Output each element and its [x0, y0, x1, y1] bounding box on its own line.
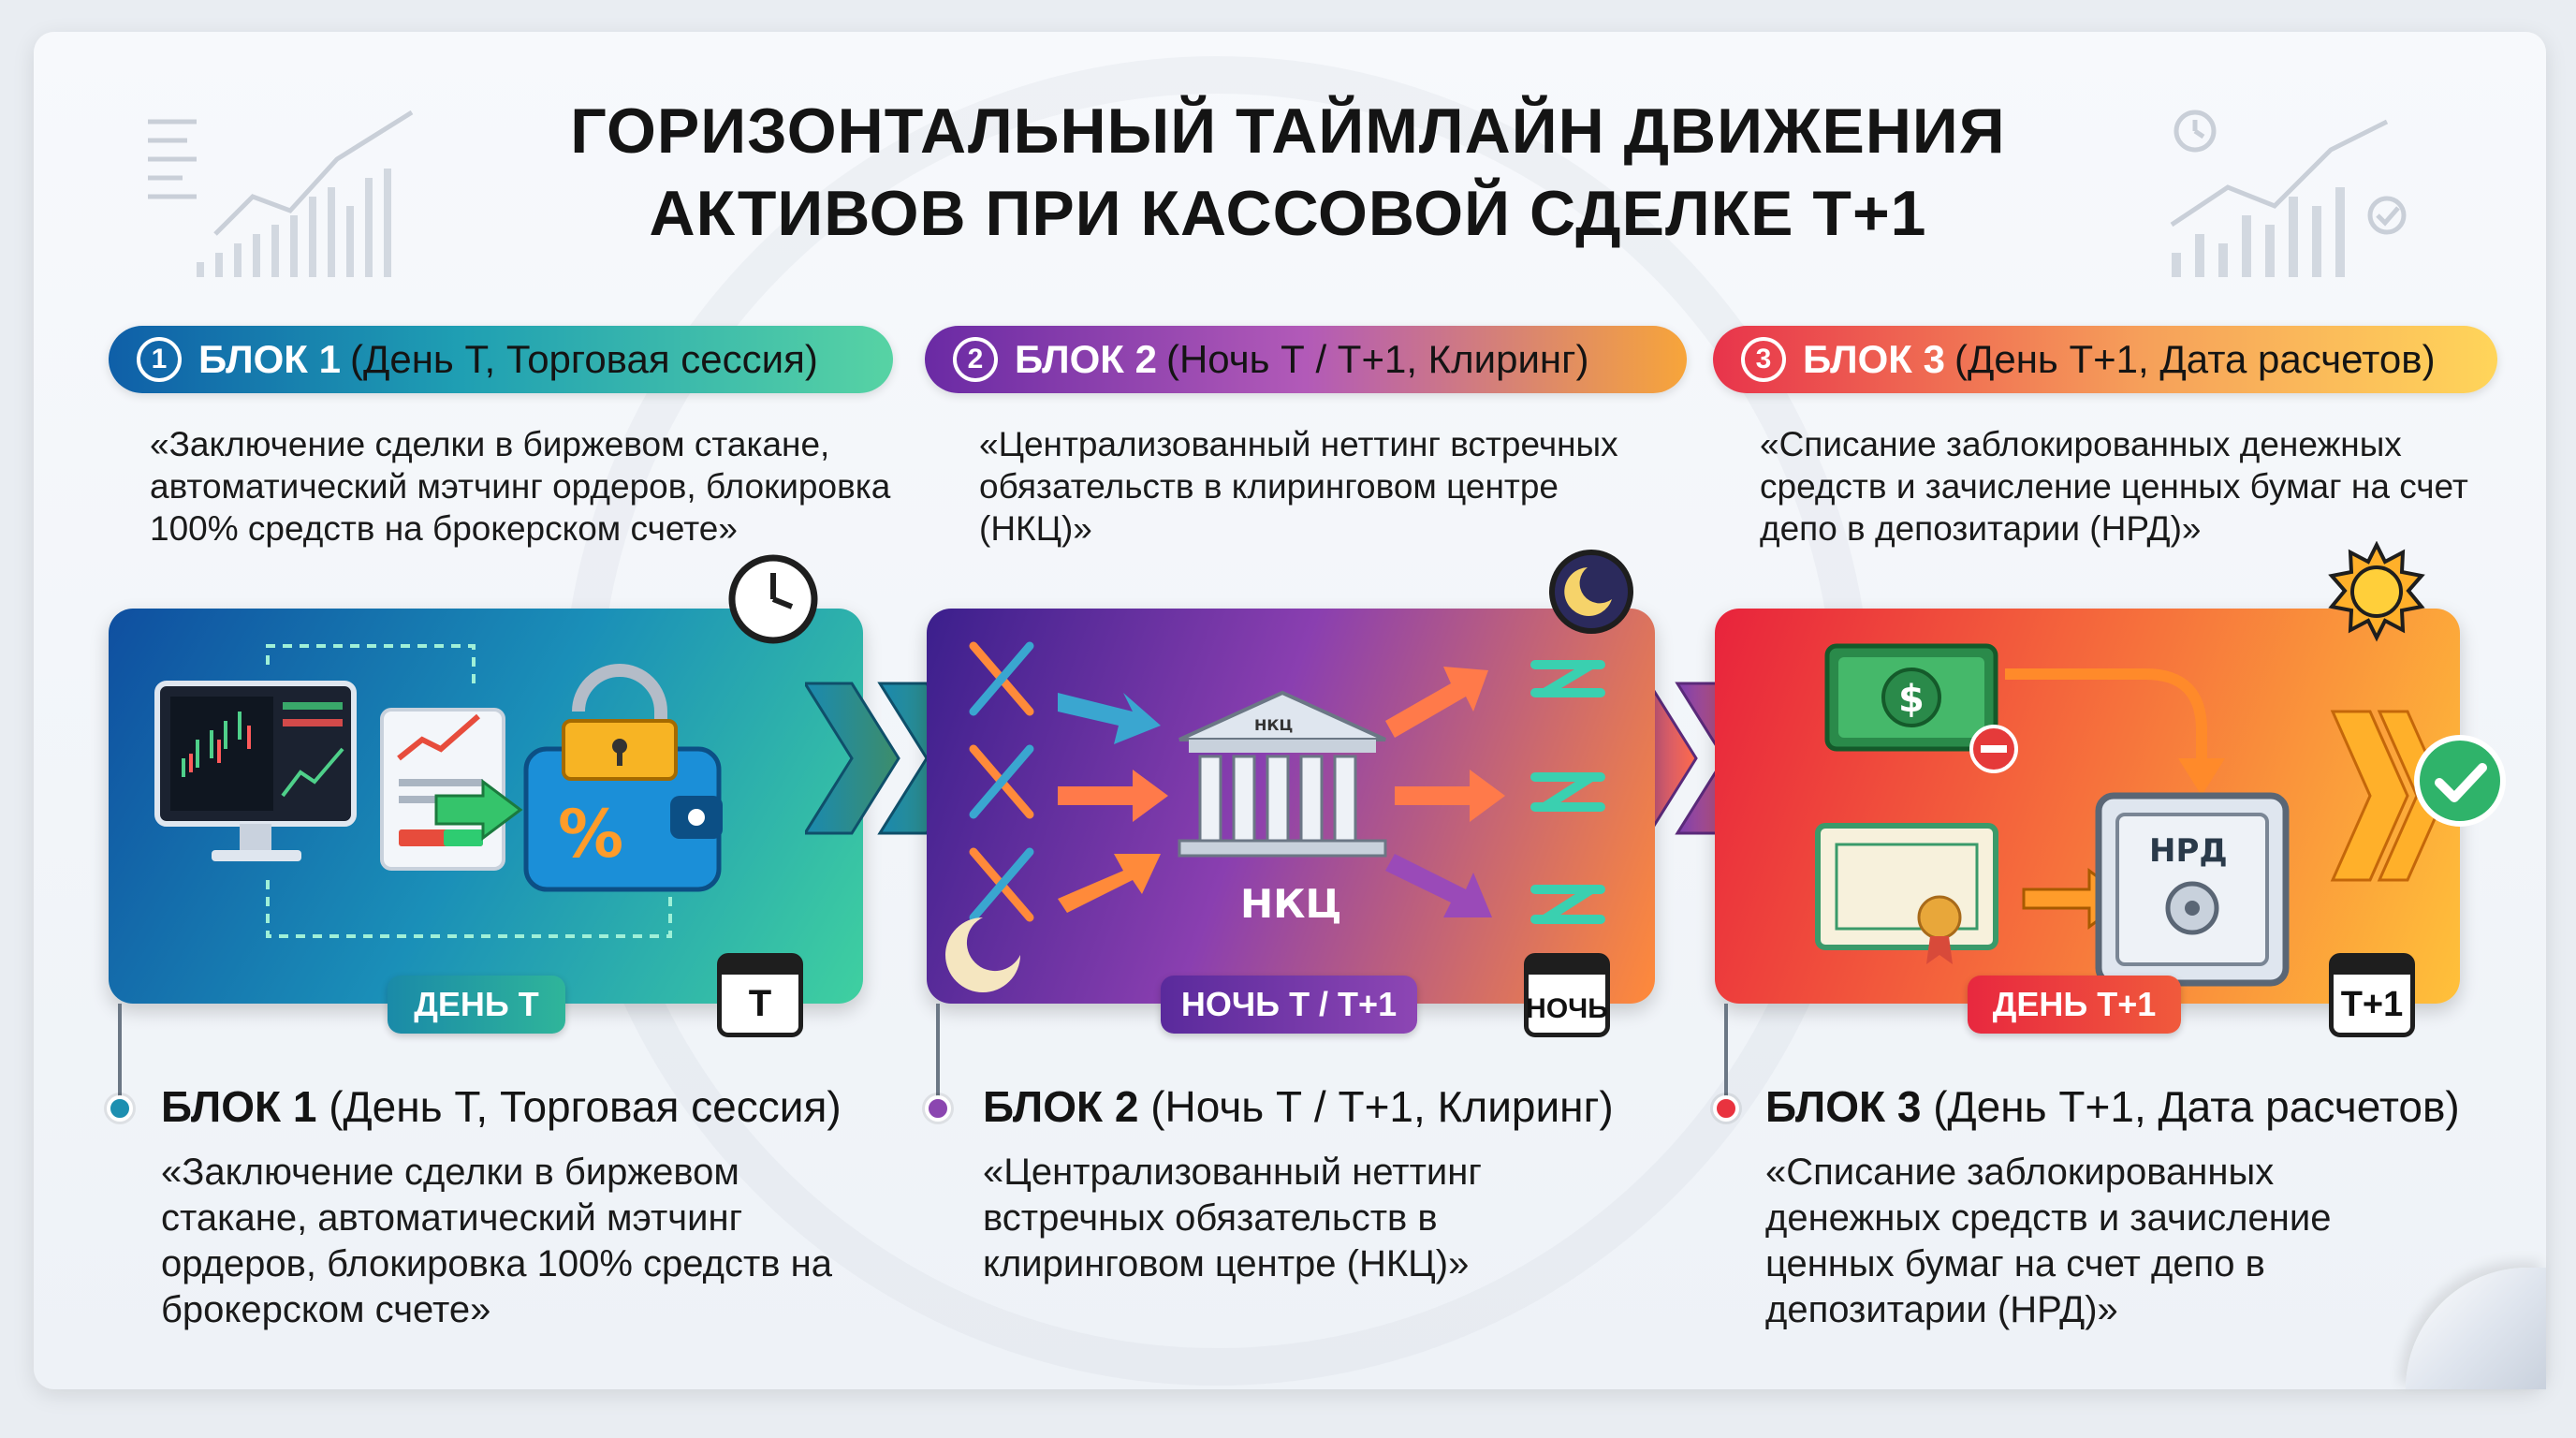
block-3-header-pill: 3 БЛОК 3 (День Т+1, Дата расчетов) [1713, 326, 2497, 393]
block-2-header-pill: 2 БЛОК 2 (Ночь Т / Т+1, Клиринг) [925, 326, 1687, 393]
certificate-icon [1815, 823, 1998, 964]
block-1-bottom-header: БЛОК 1 (День Т, Торговая сессия) [161, 1078, 842, 1135]
outgoing-arrows [1385, 667, 1505, 917]
block-2-period: (Ночь Т / Т+1, Клиринг) [1165, 337, 1589, 381]
incoming-arrows [1058, 693, 1168, 913]
timeline-dot-3 [1713, 1095, 1739, 1122]
moon-icon [1549, 550, 1633, 634]
block-3-name: БЛОК 3 [1803, 337, 1945, 381]
block-3-panel: $ НРД [1715, 609, 2460, 1004]
calendar-icon-t: T [717, 953, 803, 1037]
timeline-connector-1 [118, 1004, 122, 1097]
timeline-dot-1 [107, 1095, 133, 1122]
block-3-quote-bottom: «Списание заблокированных денежных средс… [1765, 1152, 2332, 1330]
block-2-bottom-name: БЛОК 2 [983, 1082, 1139, 1131]
block-1-quote-top: «Заключение сделки в биржевом стакане, а… [150, 425, 891, 548]
block-1-bottom-period: (День Т, Торговая сессия) [329, 1082, 842, 1131]
block-2-bottom-header: БЛОК 2 (Ночь Т / Т+1, Клиринг) [983, 1078, 1614, 1135]
netted-positions [1530, 660, 1605, 924]
center-label: НКЦ [1240, 881, 1341, 927]
block-1-number: 1 [137, 337, 182, 382]
block-2-bottom-period: (Ночь Т / Т+1, Клиринг) [1150, 1082, 1614, 1131]
monitor-chart-icon [154, 681, 357, 861]
safe-icon: НРД [2095, 792, 2290, 987]
chart-decoration-left [148, 110, 414, 277]
title-line-1: ГОРИЗОНТАЛЬНЫЙ ТАЙМЛАЙН ДВИЖЕНИЯ [570, 95, 2006, 167]
block-2-quote-top: «Централизованный неттинг встречных обяз… [979, 425, 1618, 548]
wallet-lock-icon: % [523, 664, 723, 892]
netting-cross-arrows [969, 641, 1034, 922]
block-3-tag: ДЕНЬ Т+1 [1968, 976, 2181, 1034]
block-1-bottom-name: БЛОК 1 [161, 1082, 317, 1131]
money-icon: $ [1824, 643, 2018, 773]
crescent-moon [945, 917, 1020, 992]
block-2-panel: НКЦ НКЦ [927, 609, 1655, 1004]
block-1-header-pill: 1 БЛОК 1 (День Т, Торговая сессия) [109, 326, 893, 393]
timeline-connector-2 [936, 1004, 940, 1097]
block-3-period: (День Т+1, Дата расчетов) [1954, 337, 2436, 381]
page-title: ГОРИЗОНТАЛЬНЫЙ ТАЙМЛАЙН ДВИЖЕНИЯ АКТИВОВ… [0, 90, 2576, 255]
calendar-icon-t1: T+1 [2329, 953, 2415, 1037]
block-3-quote-top: «Списание заблокированных денежных средс… [1760, 425, 2468, 548]
block-1-name: БЛОК 1 [198, 337, 341, 381]
bank-building-icon: НКЦ НКЦ [1178, 690, 1387, 927]
check-icon [2414, 735, 2506, 827]
block-2-tag: НОЧЬ Т / Т+1 [1161, 976, 1417, 1034]
title-line-2: АКТИВОВ ПРИ КАССОВОЙ СДЕЛКЕ Т+1 [649, 178, 1927, 249]
percent-symbol: % [558, 796, 623, 873]
money-symbol: $ [1898, 678, 1925, 721]
safe-label: НРД [2149, 832, 2228, 870]
building-sign: НКЦ [1254, 716, 1293, 734]
block-3-number: 3 [1741, 337, 1786, 382]
block-3-bottom-period: (День Т+1, Дата расчетов) [1933, 1082, 2460, 1131]
calendar-icon-night: НОЧЬ [1524, 953, 1610, 1037]
block-2-name: БЛОК 2 [1015, 337, 1157, 381]
block-1-panel: % [109, 609, 863, 1004]
block-2-number: 2 [953, 337, 998, 382]
block-3-bottom-header: БЛОК 3 (День Т+1, Дата расчетов) [1765, 1078, 2460, 1135]
block-3-bottom-name: БЛОК 3 [1765, 1082, 1922, 1131]
timeline-connector-3 [1724, 1004, 1728, 1097]
arrow-chevrons [2330, 710, 2447, 882]
chart-decoration-right [2170, 110, 2407, 277]
document-icon [380, 708, 523, 871]
sun-icon [2328, 541, 2425, 642]
block-1-period: (День Т, Торговая сессия) [349, 337, 818, 381]
timeline-dot-2 [925, 1095, 951, 1122]
clock-icon [728, 554, 818, 644]
block-1-quote-bottom: «Заключение сделки в биржевом стакане, а… [161, 1152, 832, 1330]
block-1-tag: ДЕНЬ Т [388, 976, 565, 1034]
block-2-quote-bottom: «Централизованный неттинг встречных обяз… [983, 1152, 1482, 1284]
